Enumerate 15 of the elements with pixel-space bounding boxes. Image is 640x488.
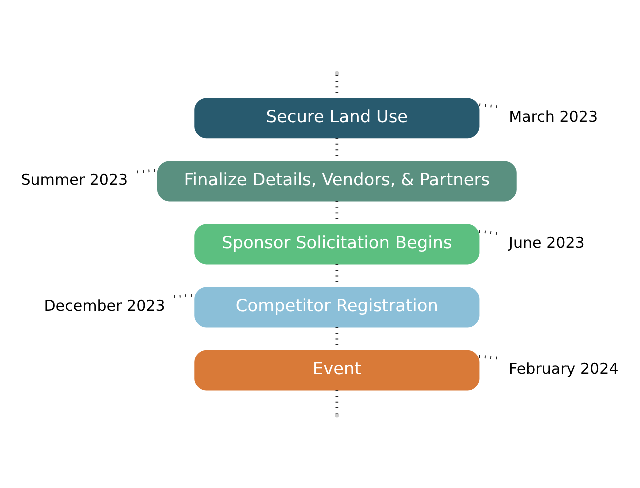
node-text: December 2023 [44, 296, 166, 315]
node-box: Finalize Details, Vendors, & Partners [157, 160, 517, 202]
connector [479, 354, 500, 360]
node-box: Competitor Registration [194, 286, 480, 328]
connector [174, 294, 195, 298]
connector [336, 390, 339, 414]
connector [336, 74, 339, 98]
node-text: June 2023 [509, 234, 585, 252]
node-text: February 2024 [509, 360, 619, 378]
node-box: Sponsor Solicitation Begins [194, 224, 480, 264]
node-text: Summer 2023 [21, 170, 128, 189]
node-box: Event [194, 350, 480, 390]
connector [137, 168, 158, 174]
node-text: March 2023 [509, 108, 598, 126]
node-box: Secure Land Use [194, 98, 480, 138]
